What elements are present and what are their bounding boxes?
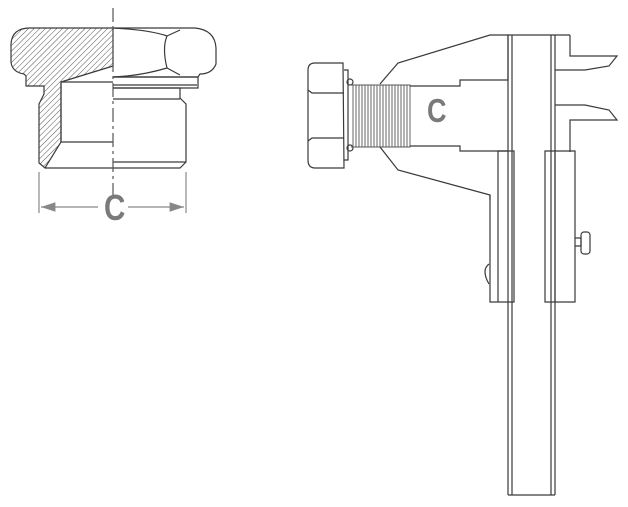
dimension-c-left	[38, 172, 187, 213]
hex-plug-cross-section	[10, 27, 217, 169]
caliper	[379, 34, 619, 496]
hex-bolt	[307, 62, 411, 169]
hex-head	[113, 27, 217, 78]
hatched-section	[10, 27, 114, 169]
dimension-label-c-right: C	[427, 92, 447, 129]
dimension-label-c-left: C	[104, 187, 126, 228]
thread-section	[351, 84, 411, 148]
